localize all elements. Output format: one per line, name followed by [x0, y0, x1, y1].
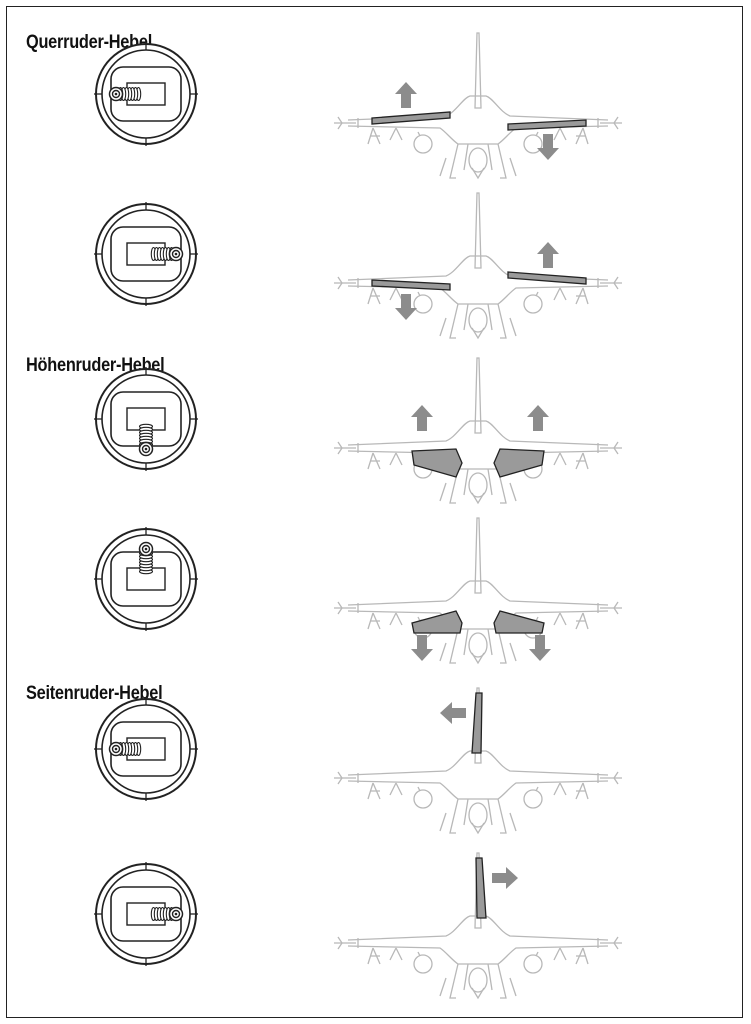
aircraft-silhouette-icon [334, 517, 622, 665]
rudder [475, 857, 487, 919]
right-aileron [507, 271, 587, 285]
diagram-frame [6, 6, 743, 1018]
right-aileron [507, 119, 587, 131]
control-panel-1 [0, 28, 751, 188]
control-panel-3 [0, 353, 751, 513]
transmitter-stick-icon [94, 697, 198, 801]
aircraft-silhouette-icon [334, 357, 622, 505]
transmitter-stick-icon [94, 862, 198, 966]
right-deflection-arrow [537, 242, 559, 268]
rudder-deflection-arrow [440, 702, 466, 724]
transmitter-stick-icon [94, 527, 198, 631]
right-deflection-arrow [527, 405, 549, 431]
section-title-rudder: Seitenruder-Hebel [26, 683, 163, 704]
right-deflection-arrow [529, 635, 551, 661]
aircraft-silhouette-icon [334, 32, 622, 180]
aircraft-silhouette-icon [334, 192, 622, 340]
aircraft-silhouette-icon [334, 687, 622, 835]
rudder [471, 692, 483, 754]
left-aileron [371, 279, 451, 291]
left-deflection-arrow [411, 635, 433, 661]
left-deflection-arrow [395, 294, 417, 320]
aircraft-silhouette-icon [334, 852, 622, 1000]
control-panel-5 [0, 683, 751, 843]
left-elevator [411, 448, 463, 478]
transmitter-stick-icon [94, 42, 198, 146]
left-deflection-arrow [395, 82, 417, 108]
right-elevator [493, 448, 545, 478]
control-panel-4 [0, 513, 751, 673]
control-panel-6 [0, 848, 751, 1008]
left-deflection-arrow [411, 405, 433, 431]
section-title-aileron: Querruder-Hebel [26, 32, 152, 53]
right-elevator [493, 610, 545, 634]
right-deflection-arrow [537, 134, 559, 160]
control-panel-2 [0, 188, 751, 348]
transmitter-stick-icon [94, 202, 198, 306]
rudder-deflection-arrow [492, 867, 518, 889]
transmitter-stick-icon [94, 367, 198, 471]
left-elevator [411, 610, 463, 634]
left-aileron [371, 111, 451, 125]
